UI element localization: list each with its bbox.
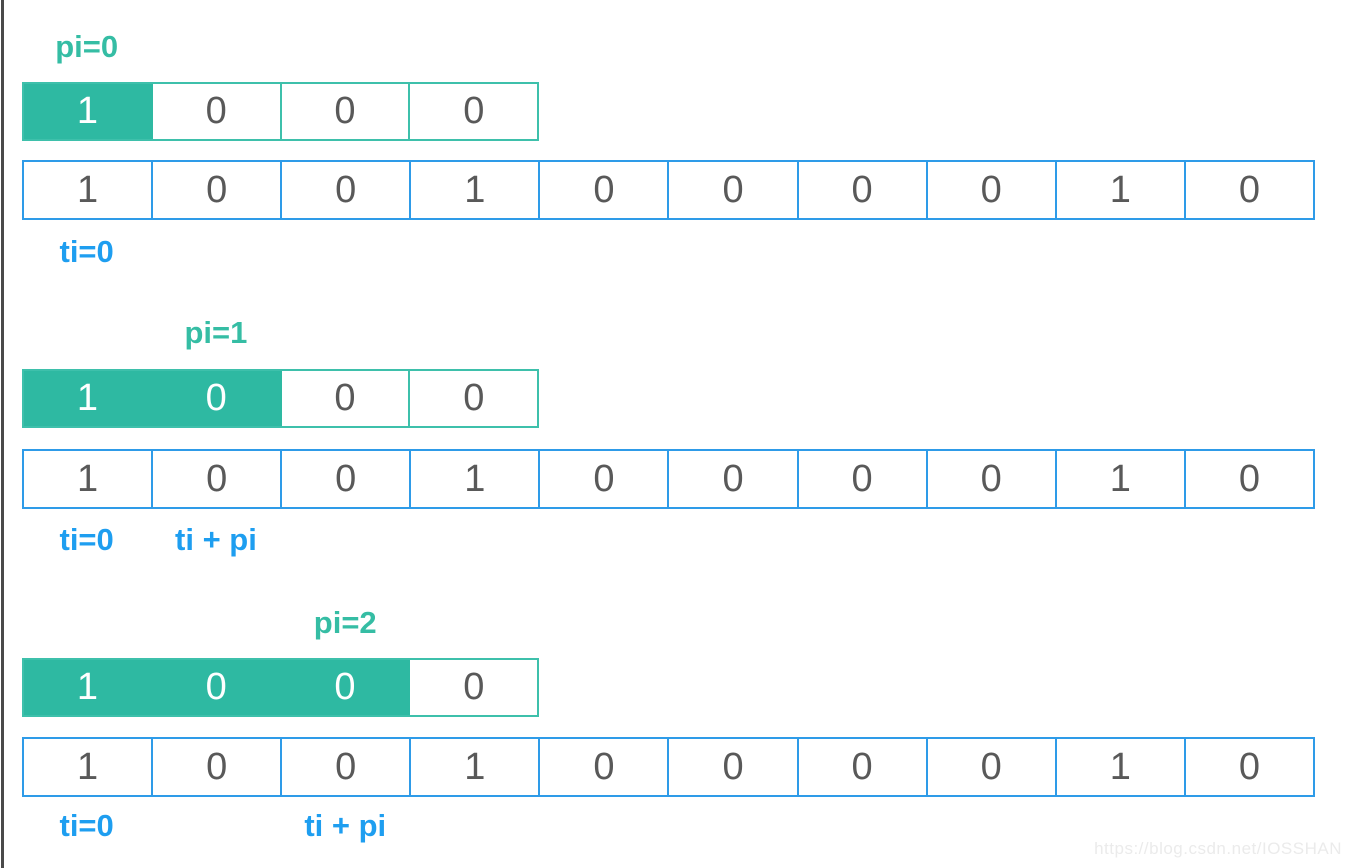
pi-label: pi=0 — [55, 29, 119, 64]
pattern-cell: 1 — [24, 84, 153, 139]
pattern-cell: 0 — [282, 371, 411, 426]
csdn-watermark: https://blog.csdn.net/IOSSHAN — [1094, 839, 1342, 858]
text-cell: 1 — [1057, 451, 1186, 507]
text-cell: 1 — [1057, 739, 1186, 795]
text-cell: 0 — [1238, 168, 1260, 211]
text-cell: 0 — [799, 739, 928, 795]
ti-plus-pi-label: ti + pi — [175, 522, 257, 557]
text-cell: 0 — [153, 162, 283, 218]
text-cell: 0 — [928, 162, 1057, 218]
text-cell: 1 — [24, 162, 154, 218]
text-cell: 0 — [1238, 457, 1260, 500]
ti-label: ti=0 — [59, 808, 114, 843]
pattern-cell: 0 — [152, 371, 282, 426]
text-cell: 0 — [1238, 745, 1260, 788]
pattern-cell: 0 — [153, 84, 282, 139]
text-cell: 0 — [282, 739, 412, 795]
text-cell: 0 — [540, 739, 670, 795]
pattern-cell: 0 — [152, 660, 282, 715]
text-cell: 0 — [669, 739, 799, 795]
text-cell: 0 — [282, 162, 412, 218]
text-cell: 1 — [24, 739, 154, 795]
text-cell: 1 — [411, 451, 541, 507]
text-cell: 0 — [799, 162, 928, 218]
pattern-cell: 0 — [463, 90, 485, 132]
pi-label: pi=1 — [184, 315, 248, 350]
pattern-cell: 0 — [282, 84, 411, 139]
text-cell: 1 — [411, 162, 541, 218]
pattern-cell: 1 — [24, 660, 153, 715]
ti-plus-pi-label: ti + pi — [304, 808, 387, 843]
text-cell: 0 — [153, 739, 283, 795]
pattern-cell: 1 — [24, 371, 153, 426]
ti-label: ti=0 — [59, 234, 114, 269]
text-cell: 0 — [928, 739, 1057, 795]
pattern-cell: 0 — [463, 666, 485, 708]
ti-label: ti=0 — [59, 522, 114, 557]
text-cell: 0 — [282, 451, 412, 507]
text-cell: 0 — [153, 451, 283, 507]
text-cell: 1 — [411, 739, 541, 795]
pi-label: pi=2 — [313, 605, 377, 640]
text-cell: 0 — [669, 451, 799, 507]
pattern-cell: 0 — [281, 660, 411, 715]
text-cell: 1 — [1057, 162, 1186, 218]
text-cell: 0 — [799, 451, 928, 507]
text-cell: 0 — [669, 162, 799, 218]
text-cell: 1 — [24, 451, 154, 507]
text-cell: 0 — [540, 162, 670, 218]
text-cell: 0 — [928, 451, 1057, 507]
left-edge-line — [1, 0, 4, 868]
pattern-cell: 0 — [463, 377, 485, 419]
text-cell: 0 — [540, 451, 670, 507]
